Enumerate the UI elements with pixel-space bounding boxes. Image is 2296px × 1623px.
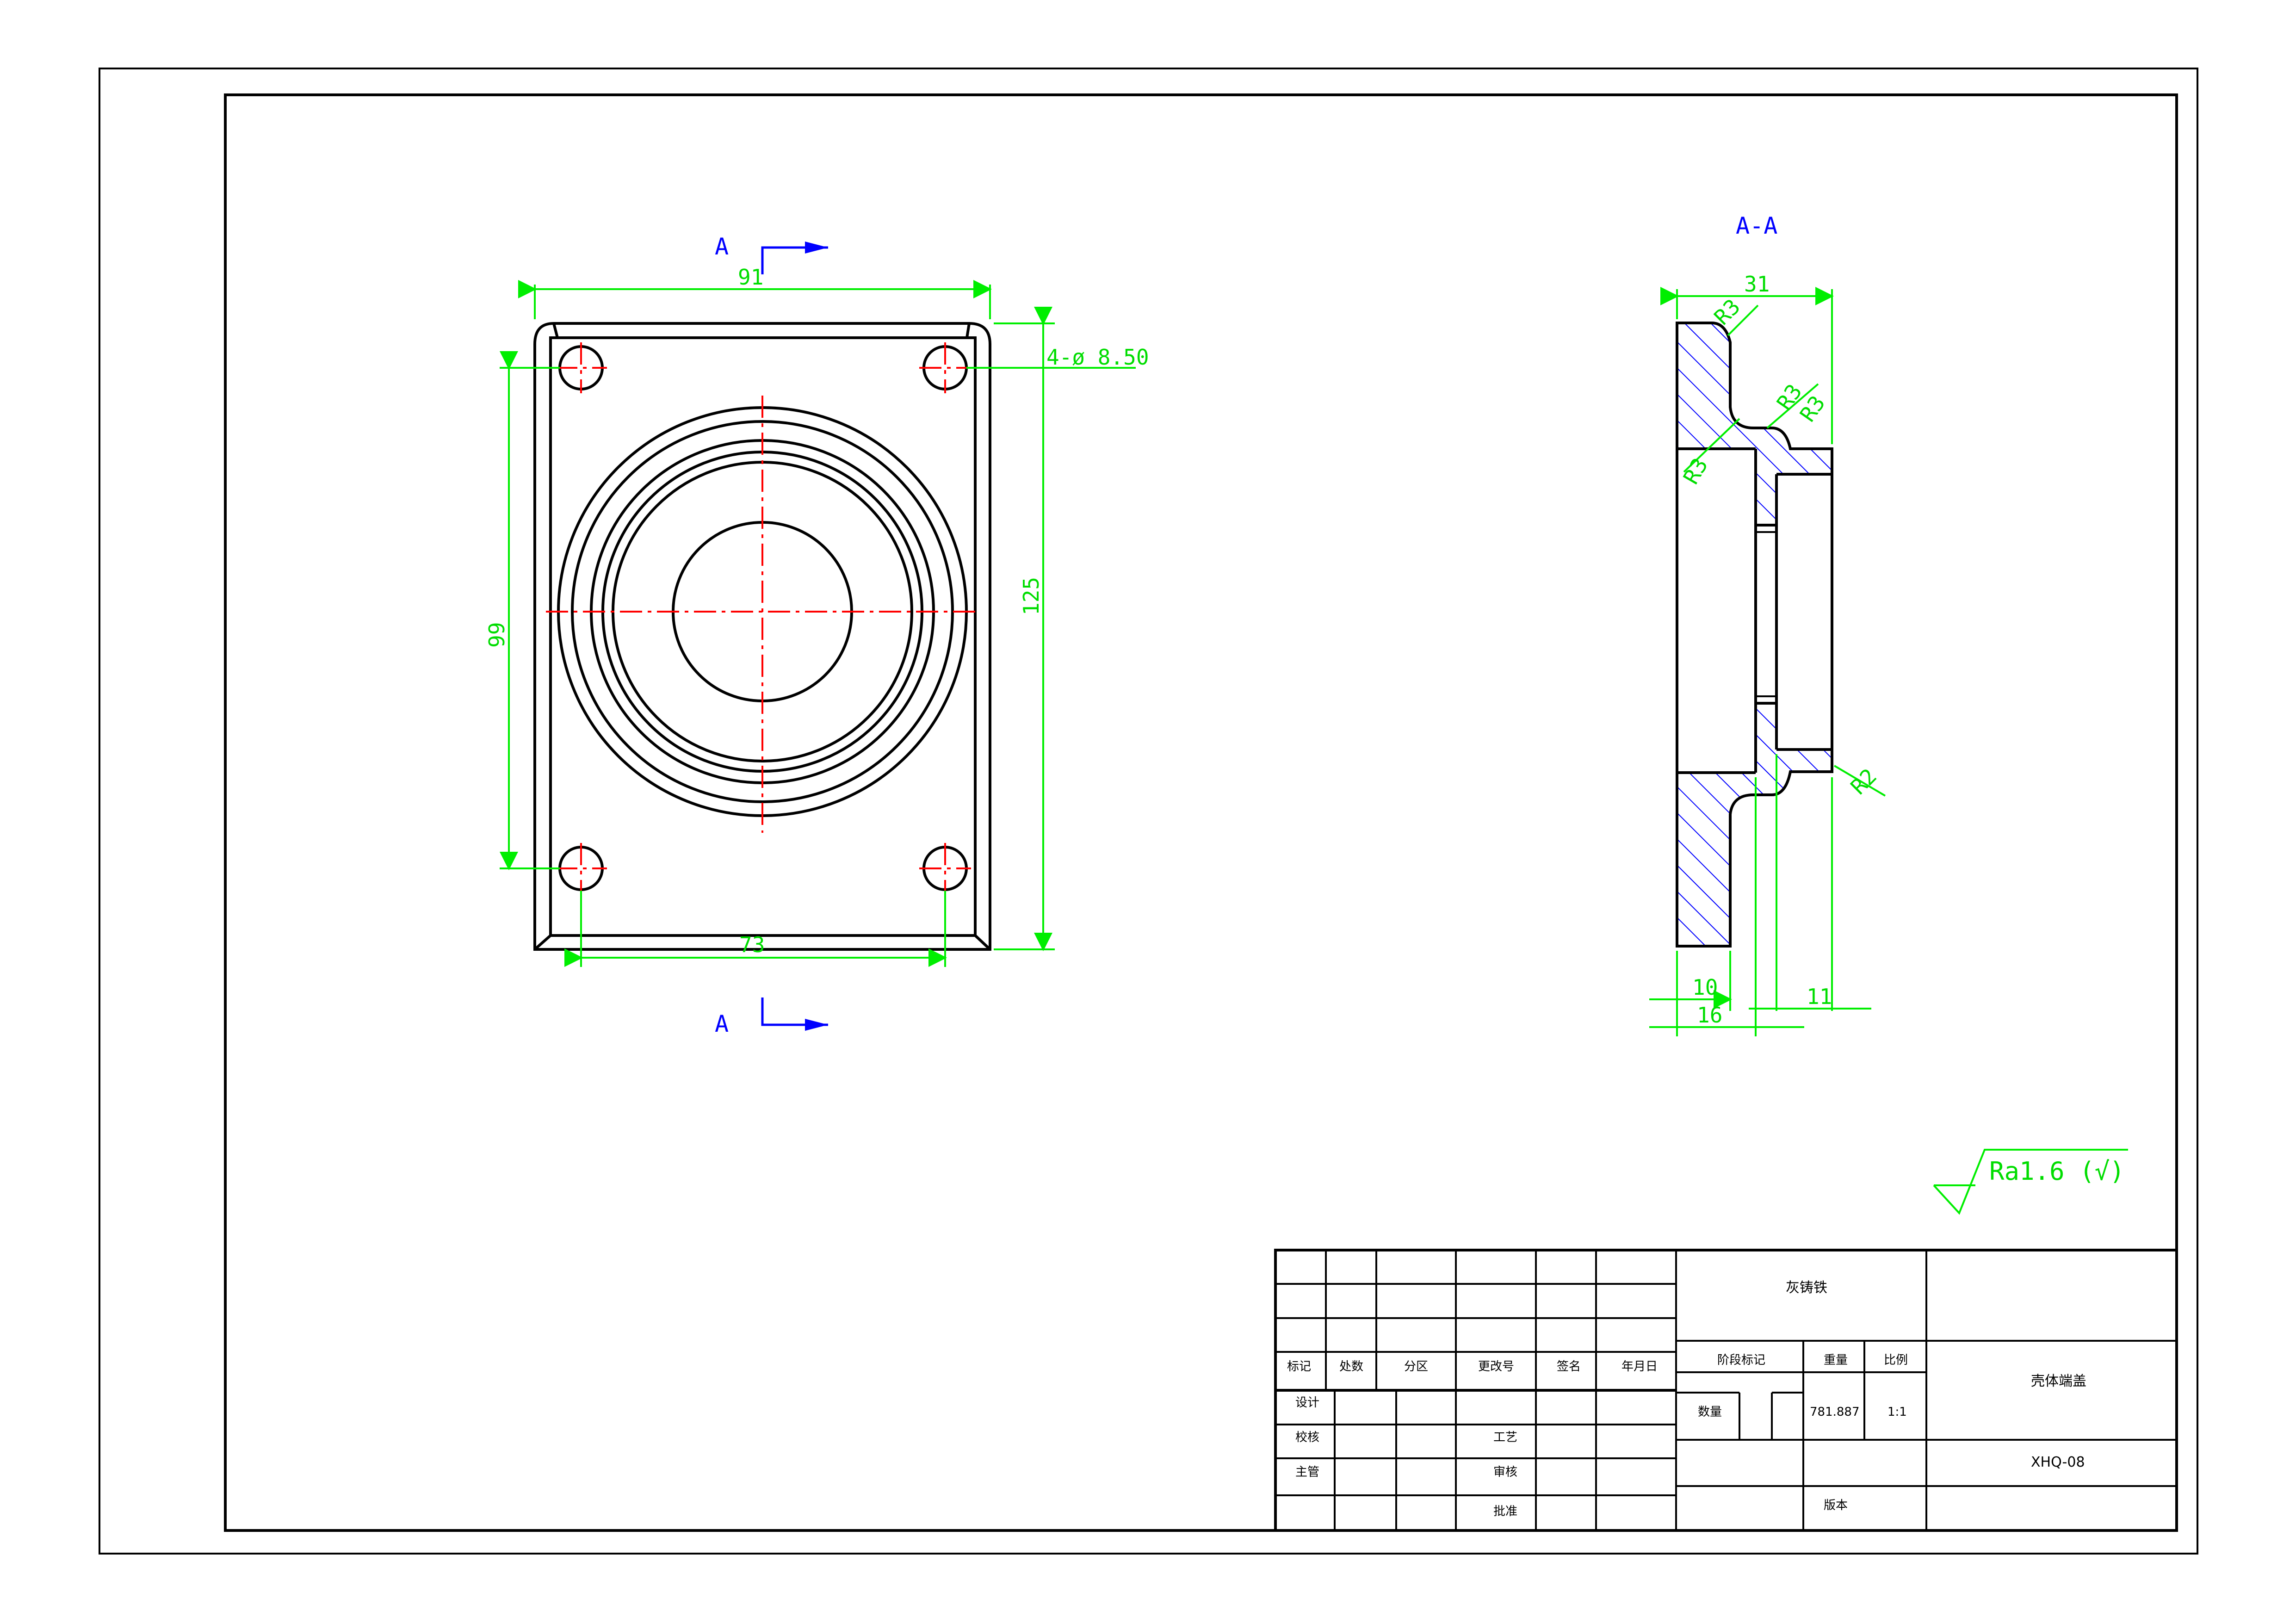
label-stage: 阶段标记	[1717, 1353, 1765, 1367]
scale-value: 1:1	[1888, 1405, 1907, 1419]
material: 灰铸铁	[1786, 1280, 1827, 1296]
label-version: 版本	[1824, 1499, 1848, 1512]
section-view: A-A 31 R3 R3 R3 R3 R2	[1649, 212, 1886, 1036]
dim-hole-spacing-v: 99	[484, 622, 509, 648]
dim-width: 91	[738, 265, 763, 290]
section-title: A-A	[1736, 212, 1777, 239]
inner-frame	[224, 93, 2178, 1532]
header-sign: 签名	[1557, 1360, 1581, 1374]
label-chief: 主管	[1295, 1465, 1319, 1479]
drawing-number: XHQ-08	[2031, 1454, 2085, 1470]
label-review: 审核	[1493, 1465, 1517, 1479]
dim-holes: 4-ø 8.50	[1046, 345, 1149, 370]
header-zone: 分区	[1404, 1360, 1428, 1374]
roughness-label: Ra1.6 (√)	[1989, 1157, 2125, 1186]
radius-label: R2	[1846, 763, 1881, 799]
label-design: 设计	[1295, 1396, 1319, 1410]
label-process: 工艺	[1493, 1431, 1517, 1444]
dim-hole-spacing-h: 73	[739, 932, 765, 957]
section-arrow-bottom	[761, 997, 828, 1026]
section-mark-bottom: A	[715, 1010, 729, 1037]
front-view: A A 91 4-ø 8.50 125 99 73	[484, 233, 1149, 1037]
outer-frame	[99, 68, 2198, 1555]
header-change: 更改号	[1478, 1360, 1514, 1374]
dim-b: 16	[1697, 1003, 1722, 1028]
label-weight: 重量	[1824, 1353, 1848, 1367]
header-mark: 标记	[1287, 1360, 1311, 1374]
section-arrow-top	[761, 246, 828, 274]
dim-height: 125	[1019, 577, 1044, 615]
part-name: 壳体端盖	[2031, 1373, 2086, 1389]
dim-a: 10	[1692, 975, 1718, 1000]
section-outline	[1676, 322, 1833, 948]
dim-total: 31	[1744, 272, 1770, 297]
header-date: 年月日	[1621, 1360, 1658, 1374]
dim-c: 11	[1807, 984, 1832, 1009]
label-quantity: 数量	[1698, 1405, 1722, 1419]
title-block: 灰铸铁 标记 处数 分区 更改号 签名 年月日 设计 校核 主管 工艺 审核 批…	[1274, 1249, 2178, 1532]
hatch-top	[1677, 323, 1832, 525]
label-approve: 批准	[1493, 1505, 1517, 1518]
section-mark-top: A	[715, 233, 729, 260]
label-check: 校核	[1295, 1431, 1319, 1444]
roughness-symbol: Ra1.6 (√)	[1933, 1149, 2128, 1215]
label-scale: 比例	[1884, 1353, 1908, 1367]
plate-inner-rim	[549, 336, 977, 937]
plate-outline	[533, 322, 991, 951]
hatch-bottom	[1677, 703, 1832, 946]
weight-value: 781.887	[1810, 1405, 1860, 1419]
radius-label: R3	[1678, 454, 1713, 489]
header-count: 处数	[1339, 1360, 1363, 1374]
